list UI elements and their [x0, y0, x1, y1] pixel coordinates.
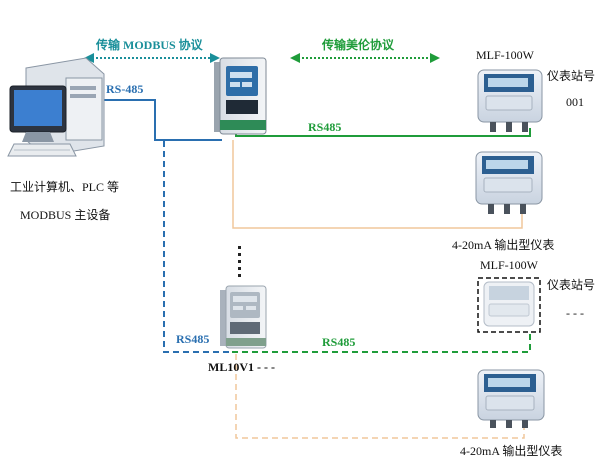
rs485-left-label: RS485 [176, 332, 210, 346]
station-value-top: 001 [566, 95, 584, 109]
protocol-converter-top [214, 57, 267, 135]
ellipsis-dots [238, 246, 241, 277]
pc-caption-line2: MODBUS 主设备 [20, 208, 111, 222]
analog-output-label-1: 4-20mA 输出型仪表 [452, 238, 555, 252]
pc-caption-line1: 工业计算机、PLC 等 [10, 180, 120, 194]
converter-model-label: ML10V1 - - - [208, 360, 275, 374]
analog-output-label-2: 4-20mA 输出型仪表 [460, 444, 563, 458]
rs485-bottom-label: RS485 [322, 335, 356, 349]
analog-meter-2 [477, 369, 545, 428]
rs485-hyphen-label: RS-485 [106, 82, 144, 96]
industrial-pc-icon [7, 57, 105, 157]
analog-meter-1 [475, 151, 543, 214]
flow-meter-001 [477, 69, 543, 132]
protocol-converter-ml10v1 [220, 285, 267, 349]
station-no-top: 仪表站号 [547, 69, 596, 83]
station-no-mid: 仪表站号 [547, 278, 596, 292]
meter-model-top: MLF-100W [476, 48, 534, 62]
meter-model-mid: MLF-100W [480, 258, 538, 272]
analog-orange-links [232, 140, 525, 439]
flow-meter-dashed [477, 277, 541, 333]
modbus-protocol-label: 传输 MODBUS 协议 [96, 38, 203, 52]
modbus-protocol-arrow [84, 53, 220, 63]
rs485-blue-bus [70, 99, 232, 353]
meilun-protocol-arrow [290, 53, 440, 63]
meilun-protocol-label: 传输美伦协议 [322, 38, 395, 52]
station-value-mid: - - - [566, 306, 584, 320]
rs485-top-label: RS485 [308, 120, 342, 134]
